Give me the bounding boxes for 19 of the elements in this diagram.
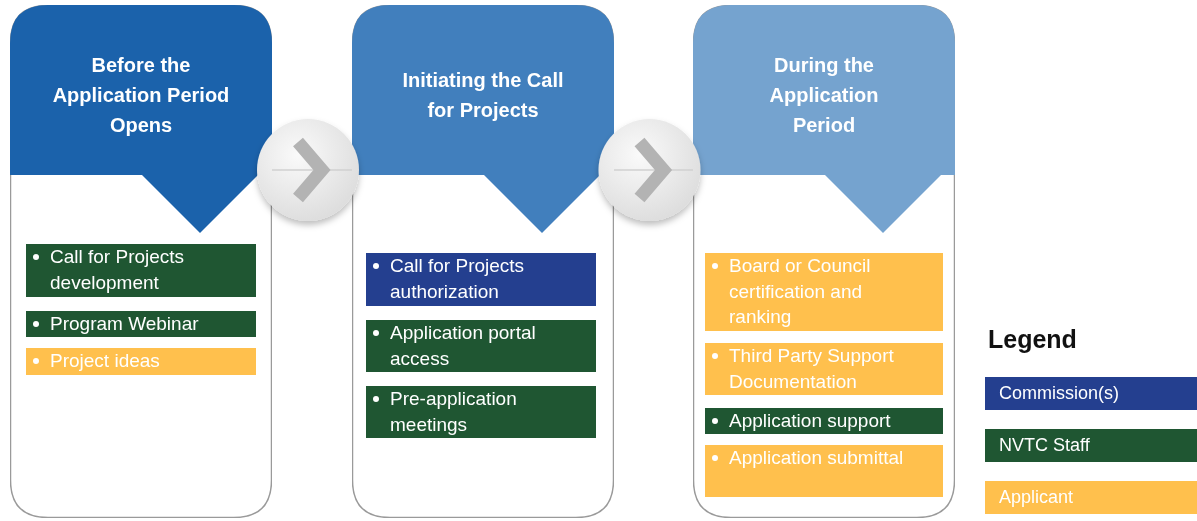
task-item: Third Party Support Documentation bbox=[705, 343, 943, 395]
stage-heading: Before the Application Period Opens bbox=[51, 53, 231, 138]
task-item: Application submittal bbox=[705, 445, 943, 497]
chevron-connector bbox=[598, 119, 701, 221]
task-item: Board or Council certification and ranking bbox=[705, 253, 943, 331]
stage-heading: Initiating the Call for Projects bbox=[401, 68, 565, 123]
legend-text: Commission(s) bbox=[999, 383, 1119, 403]
legend-text: NVTC Staff bbox=[999, 435, 1090, 455]
legend-text: Applicant bbox=[999, 487, 1074, 507]
stage-heading: During the Application Period bbox=[768, 53, 880, 138]
task-item: Call for Projects development bbox=[26, 244, 256, 297]
task-item: Project ideas bbox=[26, 348, 256, 375]
task-item: Application portal access bbox=[366, 320, 596, 372]
task-item: Application support bbox=[705, 408, 943, 434]
task-item: Call for Projects authorization bbox=[366, 253, 596, 306]
task-item: Program Webinar bbox=[26, 311, 256, 337]
task-item: Pre-application meetings bbox=[366, 386, 596, 438]
legend-title: Legend bbox=[988, 325, 1077, 354]
chevron-connector bbox=[257, 119, 359, 221]
